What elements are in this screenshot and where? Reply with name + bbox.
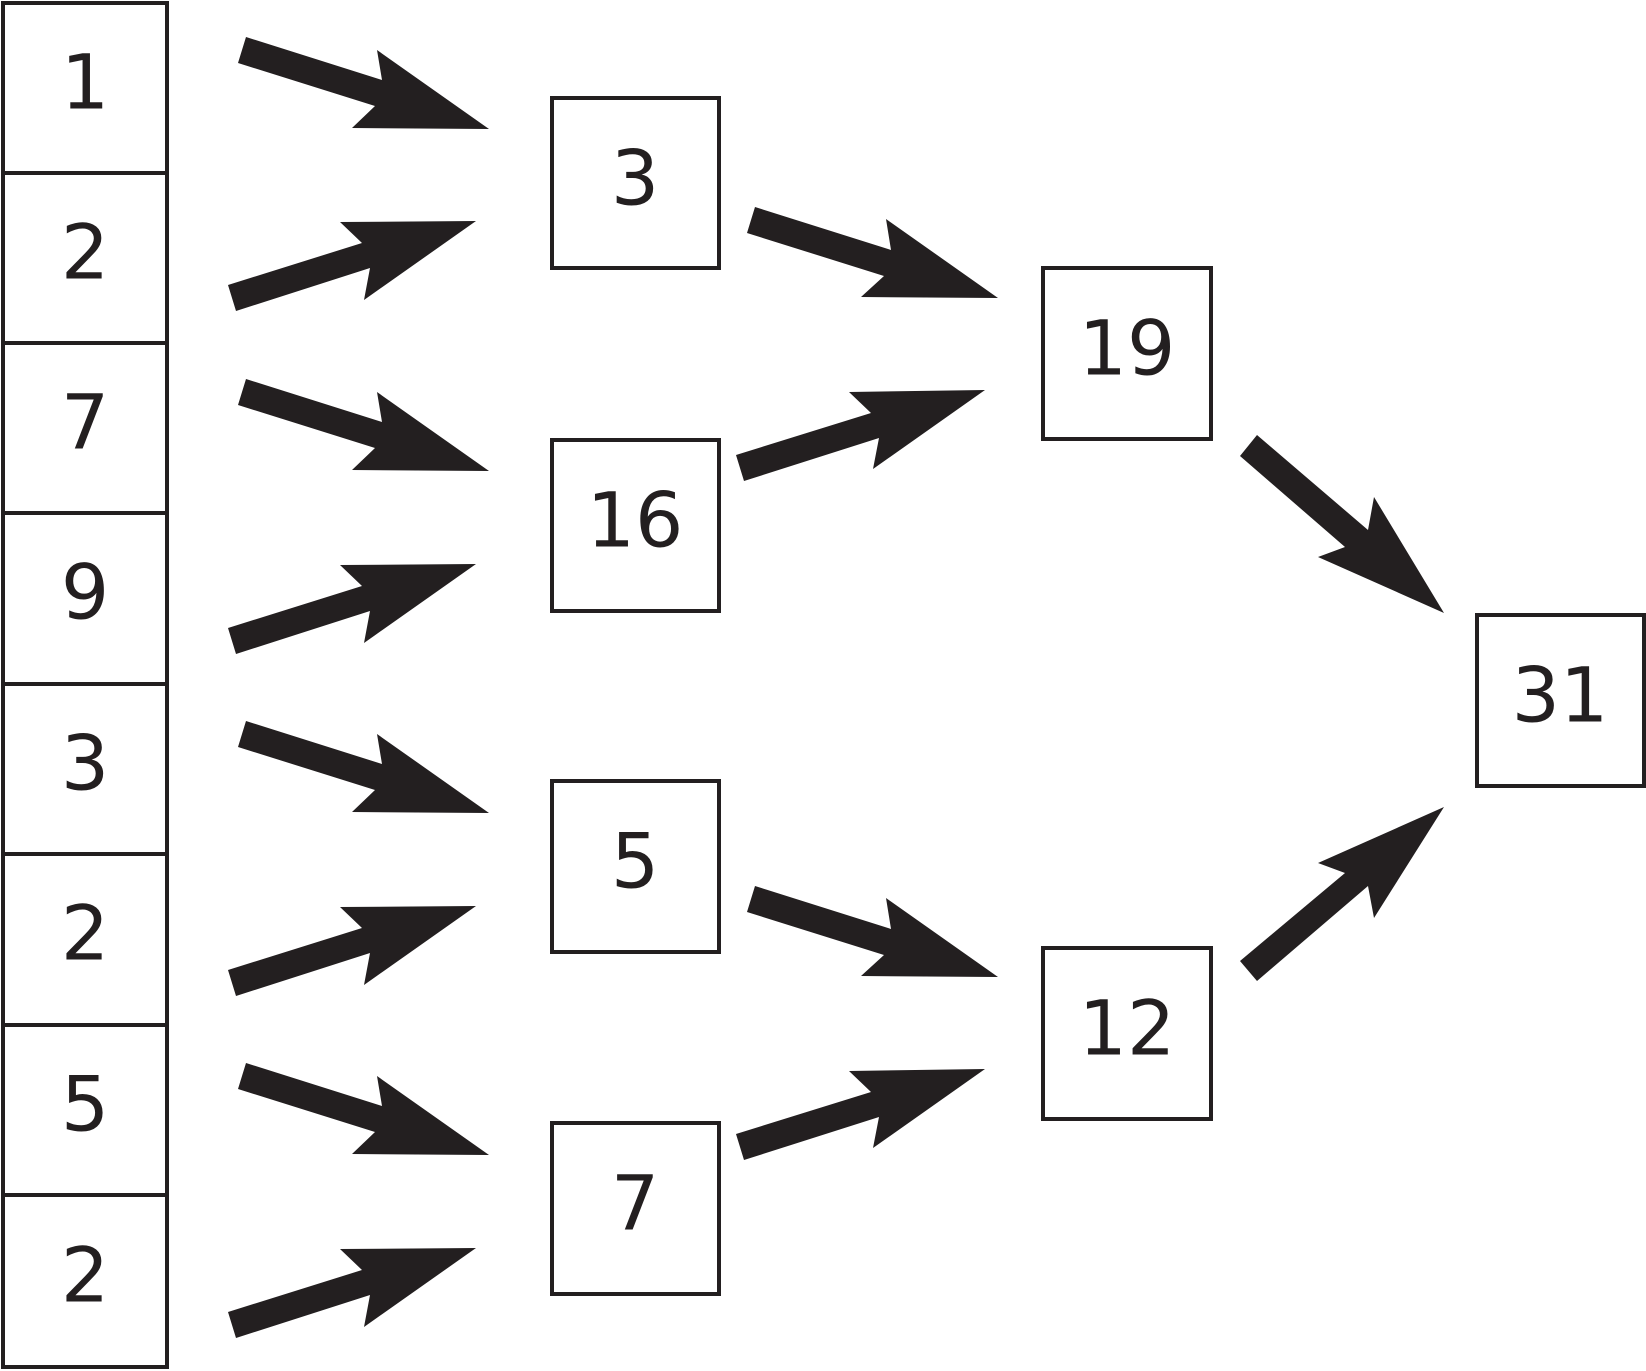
level2-value: 19 [1079, 304, 1176, 393]
arrow-icon [736, 390, 985, 481]
level1-box: 16 [550, 438, 721, 613]
arrow-icon [1240, 435, 1444, 613]
arrow-icon [228, 906, 476, 996]
level2-box: 12 [1041, 946, 1213, 1121]
arrow-icon [238, 1063, 489, 1155]
input-cell-value: 1 [61, 38, 109, 127]
arrow-icon [238, 721, 489, 813]
input-cell: 2 [1, 1193, 169, 1369]
level2-box: 19 [1041, 266, 1213, 441]
level1-box: 5 [550, 779, 721, 954]
arrow-icon [228, 221, 476, 311]
level1-box: 7 [550, 1121, 721, 1296]
input-column: 1 2 7 9 3 2 5 2 [1, 1, 169, 1369]
input-cell-value: 2 [61, 889, 109, 978]
arrow-icon [238, 379, 489, 471]
input-cell-value: 9 [61, 548, 109, 637]
level1-value: 5 [611, 817, 659, 906]
input-cell: 7 [1, 341, 169, 515]
level1-value: 16 [587, 476, 684, 565]
arrow-icon [736, 1069, 985, 1160]
input-cell: 9 [1, 511, 169, 686]
input-cell-value: 2 [61, 208, 109, 297]
arrow-icon [238, 37, 489, 129]
input-cell: 2 [1, 852, 169, 1027]
arrow-icon [747, 207, 998, 298]
result-value: 31 [1512, 651, 1609, 740]
level1-value: 3 [611, 134, 659, 223]
input-cell: 1 [1, 1, 169, 175]
level1-box: 3 [550, 96, 721, 270]
input-cell-value: 7 [61, 378, 109, 467]
arrow-icon [228, 564, 476, 654]
input-cell-value: 5 [61, 1060, 109, 1149]
input-cell: 5 [1, 1023, 169, 1197]
input-cell: 2 [1, 171, 169, 345]
input-cell-value: 2 [61, 1231, 109, 1320]
input-cell: 3 [1, 682, 169, 856]
input-cell-value: 3 [61, 719, 109, 808]
arrow-icon [1240, 807, 1444, 981]
level1-value: 7 [611, 1159, 659, 1248]
arrow-icon [228, 1248, 476, 1338]
arrow-icon [747, 886, 998, 977]
result-box: 31 [1475, 613, 1646, 788]
level2-value: 12 [1079, 984, 1176, 1073]
